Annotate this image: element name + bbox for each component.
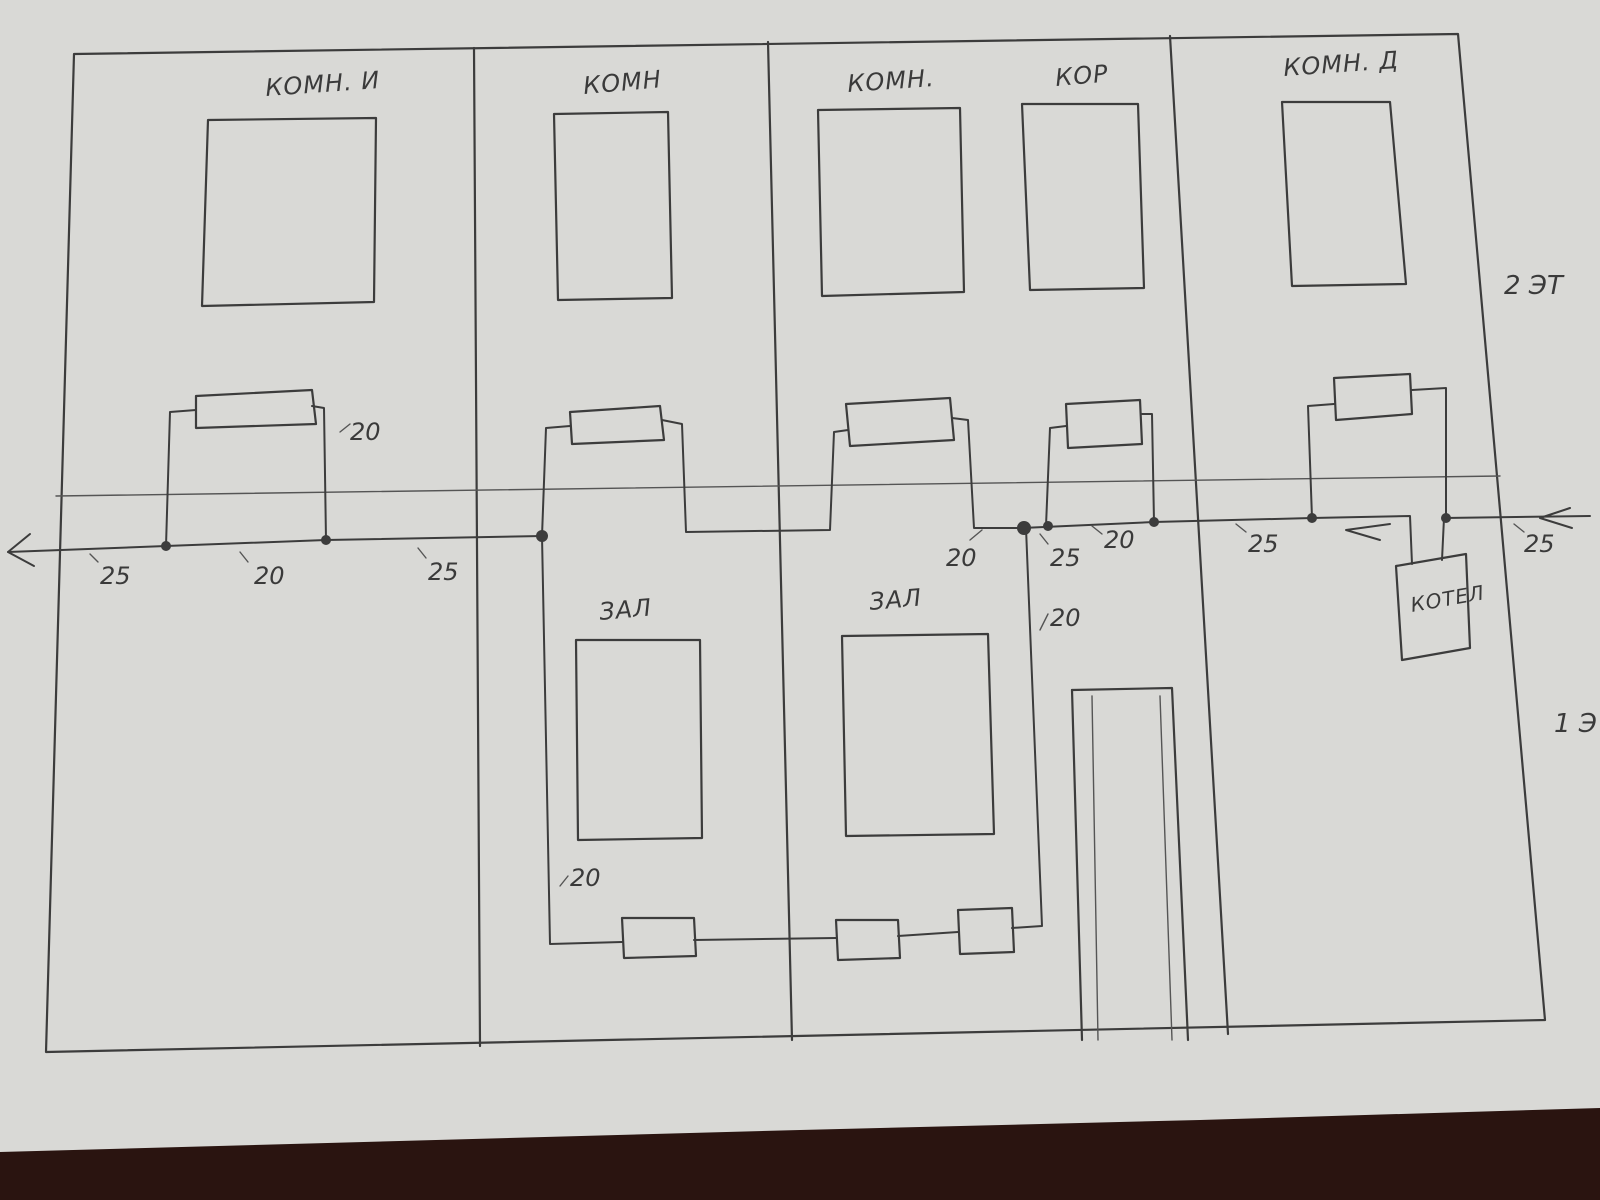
pipeline bbox=[7, 387, 1591, 945]
tick bbox=[1091, 525, 1103, 535]
label-floor-1: 1 Э bbox=[1554, 709, 1597, 739]
arrow-left bbox=[7, 533, 35, 567]
wall-1 bbox=[472, 46, 482, 1048]
label-hall-right: ЗАЛ bbox=[868, 583, 923, 616]
paper-sheet bbox=[0, 0, 1600, 1152]
pipe-room-5-return bbox=[1411, 387, 1447, 519]
tick bbox=[1235, 523, 1247, 533]
pipe-size-label: 25 bbox=[1248, 530, 1279, 558]
pipe-size-label: 25 bbox=[100, 562, 131, 590]
junction bbox=[1043, 521, 1053, 531]
junction bbox=[161, 541, 171, 551]
label-hall-left: ЗАЛ bbox=[598, 593, 653, 626]
floor-division-line bbox=[55, 475, 1501, 497]
floor-labels: 2 ЭТ 1 Э bbox=[1504, 271, 1597, 739]
window-room-5 bbox=[1280, 100, 1408, 288]
pipe-room-5-supply bbox=[1307, 403, 1335, 519]
door-frame-inner-left bbox=[1091, 695, 1099, 1041]
pipe-size-label: 25 bbox=[1524, 530, 1555, 558]
junction bbox=[1017, 521, 1031, 535]
pipe-room-3-return bbox=[951, 417, 1023, 529]
window-hall-left bbox=[574, 638, 704, 842]
junction bbox=[536, 530, 548, 542]
tick bbox=[417, 547, 427, 559]
pipe-hall-link-2 bbox=[897, 931, 959, 937]
window-corridor bbox=[1020, 102, 1146, 292]
window-room-1 bbox=[200, 116, 378, 308]
tick bbox=[239, 551, 249, 563]
pipe-room-2-supply bbox=[541, 425, 571, 537]
window-room-2 bbox=[552, 110, 674, 302]
pipe-hall-link-1 bbox=[693, 937, 837, 941]
pipe-size-label: 20 bbox=[254, 562, 285, 590]
tick bbox=[89, 553, 99, 563]
pipe-size-label: 25 bbox=[1050, 544, 1081, 572]
windows bbox=[200, 100, 1408, 842]
tick bbox=[969, 529, 983, 541]
pipe-hall-riser bbox=[1011, 527, 1043, 929]
pipe-room-1-supply bbox=[165, 409, 197, 547]
label-corridor: КОР bbox=[1054, 59, 1110, 92]
door-frame-outer bbox=[1070, 686, 1190, 1042]
pipe-size-labels: 25 20 25 20 20 20 20 25 20 25 25 bbox=[100, 418, 1555, 892]
pipe-junctions bbox=[161, 513, 1451, 551]
pipe-hall-supply bbox=[541, 535, 623, 945]
tick bbox=[1513, 523, 1525, 533]
label-room-2: КОМН bbox=[582, 65, 663, 100]
building-walls bbox=[44, 32, 1547, 1054]
tick bbox=[1039, 613, 1049, 631]
door-frame-inner-right bbox=[1159, 695, 1173, 1041]
wall-3 bbox=[1168, 34, 1230, 1036]
radiator-hall-3 bbox=[956, 906, 1016, 956]
radiator-room-3 bbox=[844, 396, 956, 448]
pipe-size-label: 20 bbox=[946, 544, 977, 572]
pipe-size-label: 20 bbox=[350, 418, 381, 446]
radiator-hall-1 bbox=[620, 916, 698, 960]
junction bbox=[1149, 517, 1159, 527]
pipe-main-left bbox=[7, 535, 543, 553]
arrow-flow bbox=[1345, 523, 1391, 541]
label-room-3: КОМН. bbox=[846, 64, 935, 98]
window-hall-right bbox=[840, 632, 996, 838]
pipe-room-2-3-link bbox=[661, 419, 849, 533]
building-outline bbox=[44, 32, 1547, 1054]
entrance-door bbox=[1070, 686, 1190, 1042]
radiator-room-1 bbox=[194, 388, 318, 430]
tick bbox=[1039, 533, 1049, 545]
dimension-ticks bbox=[89, 423, 1525, 887]
radiator-room-2 bbox=[568, 404, 666, 446]
radiator-hall-2 bbox=[834, 918, 902, 962]
window-room-3 bbox=[816, 106, 966, 298]
junction bbox=[321, 535, 331, 545]
tick bbox=[559, 875, 569, 887]
radiator-corridor bbox=[1064, 398, 1144, 450]
junction bbox=[1307, 513, 1317, 523]
pipe-size-label: 20 bbox=[1050, 604, 1081, 632]
radiators-floor-2 bbox=[194, 372, 1414, 450]
pipe-corridor-return bbox=[1141, 413, 1155, 523]
door-frame-left bbox=[1070, 688, 1084, 1042]
pipe-size-label: 20 bbox=[1104, 526, 1135, 554]
pipe-room-1-return bbox=[311, 405, 327, 541]
junction bbox=[1441, 513, 1451, 523]
arrow-right bbox=[1539, 507, 1573, 529]
wall-2 bbox=[766, 40, 794, 1042]
pipe-size-label: 25 bbox=[428, 558, 459, 586]
pipe-size-label: 20 bbox=[570, 864, 601, 892]
pipe-corridor-supply bbox=[1045, 425, 1067, 527]
tick bbox=[339, 423, 351, 433]
radiators-floor-1 bbox=[620, 906, 1016, 962]
label-floor-2: 2 ЭТ bbox=[1504, 271, 1565, 301]
radiator-room-5 bbox=[1332, 372, 1414, 422]
